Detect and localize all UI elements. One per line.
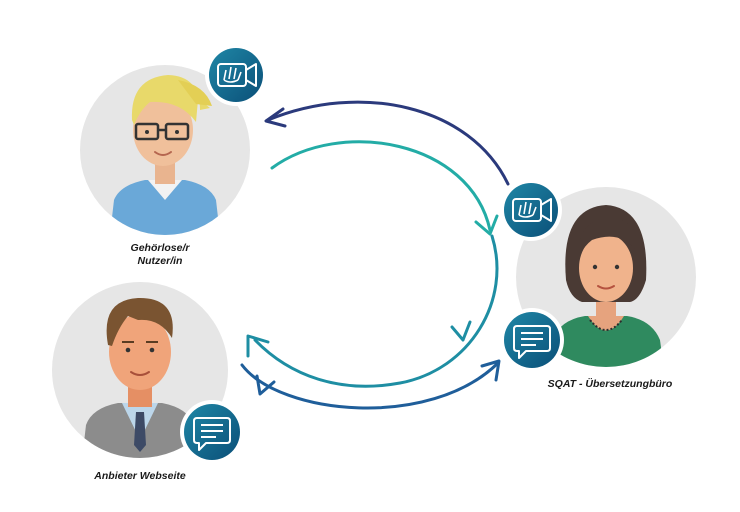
user-badge [205,44,267,106]
sign-language-video-icon [217,63,257,87]
provider-avatar [82,297,198,458]
provider-label: Anbieter Webseite [70,470,210,483]
office-avatar [548,205,664,367]
office-label: SQAT - Übersetzungbüro [525,378,695,391]
arrows [240,100,510,410]
arrow-office-to-provider [253,234,499,388]
office-label-text: SQAT - Übersetzungbüro [547,378,673,390]
arrowhead-user-to-office [474,214,499,236]
chat-message-icon [513,325,551,359]
node-user [80,44,267,235]
arrow-user-to-office [270,140,492,232]
arrowhead-office-to-provider [246,334,270,358]
arrow-office-to-user [266,100,510,186]
chat-message-icon [193,417,231,451]
arrowhead-provider-to-office [480,359,501,382]
node-office [500,179,696,372]
node-provider [52,282,244,464]
sign-language-video-icon [512,198,552,222]
provider-label-text: Anbieter Webseite [94,470,186,482]
user-label: Gehörlose/r Nutzer/in [100,242,220,268]
provider-badge [180,400,244,464]
arrow-provider-to-office [240,361,500,410]
office-badge-video [500,179,562,241]
arrowhead-bottom-left [255,374,276,396]
user-avatar [110,75,220,235]
user-label-line1: Gehörlose/r [130,242,190,254]
arrowhead-mid-right [450,320,472,342]
office-badge-chat [500,308,564,372]
user-label-line2: Nutzer/in [137,255,183,267]
arrowhead-office-to-user [264,107,287,128]
